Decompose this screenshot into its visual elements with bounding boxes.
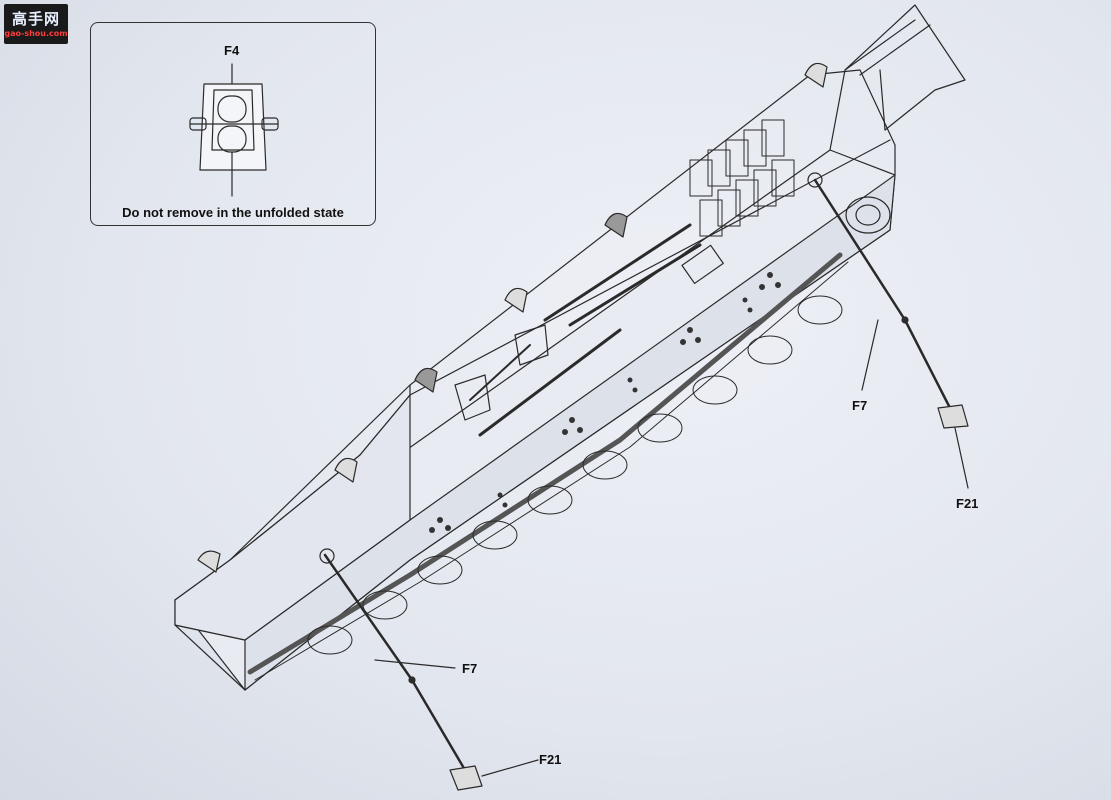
spare-track-links bbox=[689, 119, 795, 237]
deck-hinges bbox=[197, 62, 828, 573]
support-rod-right bbox=[807, 172, 969, 489]
vehicle-hull bbox=[174, 4, 966, 691]
inset-part-label: F4 bbox=[224, 43, 240, 58]
watermark-main-text: 高手网 bbox=[11, 10, 60, 28]
callout-f21-right: F21 bbox=[956, 496, 979, 511]
callout-f7-right: F7 bbox=[852, 398, 868, 413]
inset-detail-f4 bbox=[189, 63, 279, 197]
callout-f7-left: F7 bbox=[462, 661, 478, 676]
inset-caption: Do not remove in the unfolded state bbox=[122, 205, 344, 220]
deck-tools bbox=[454, 223, 724, 437]
inset-detail-box: F4 Do not remove in the unfolded state bbox=[90, 22, 376, 226]
bolt-patterns bbox=[429, 272, 781, 533]
track-assembly bbox=[247, 252, 849, 681]
callout-f21-left: F21 bbox=[539, 752, 562, 767]
watermark-logo: 高手网 gao-shou.com bbox=[4, 4, 68, 44]
watermark-sub-text: gao-shou.com bbox=[4, 29, 68, 38]
support-rod-left bbox=[319, 548, 539, 791]
